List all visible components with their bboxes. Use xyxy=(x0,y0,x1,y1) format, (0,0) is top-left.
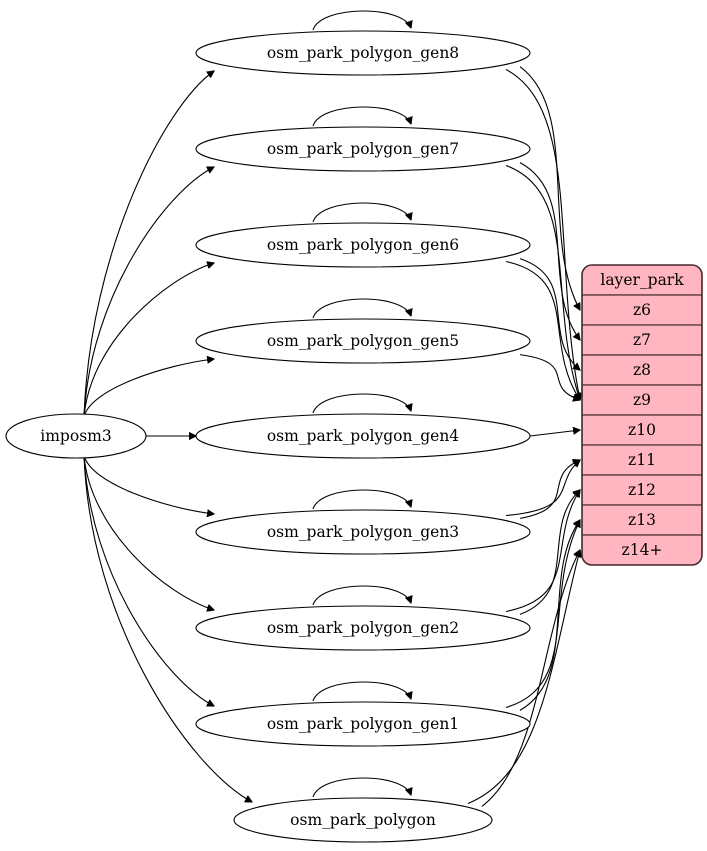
layer-park-row-label-z8: z8 xyxy=(633,361,651,379)
node-imposm3-label: imposm3 xyxy=(40,427,111,445)
node-osm_park_polygon_gen6[interactable]: osm_park_polygon_gen6 xyxy=(195,222,531,268)
node-osm_park_polygon_gen2-label: osm_park_polygon_gen2 xyxy=(267,619,459,637)
layer-park-row-z9[interactable] xyxy=(582,384,702,416)
layer-park-row-label-z12: z12 xyxy=(628,481,656,499)
edge-osm_park_polygon_gen4-to-z10 xyxy=(529,430,580,437)
edge-bundle-osm_park_polygon_gen7-to-z9 xyxy=(505,164,580,401)
edge-selfloop-osm_park_polygon_gen5 xyxy=(312,298,411,319)
edge-osm_park_polygon-to-z14+ xyxy=(481,550,580,807)
node-osm_park_polygon_gen6-label: osm_park_polygon_gen6 xyxy=(267,236,459,254)
node-osm_park_polygon-label: osm_park_polygon xyxy=(290,811,436,829)
edge-osm_park_polygon_gen3-to-z11 xyxy=(519,460,580,519)
edge-imposm3-to-osm_park_polygon_gen8 xyxy=(83,71,214,418)
node-osm_park_polygon_gen1[interactable]: osm_park_polygon_gen1 xyxy=(195,701,531,747)
layer-park-row-label-z14+: z14+ xyxy=(622,541,663,559)
layer-park-row-label-z11: z11 xyxy=(628,451,656,469)
edge-selfloop-osm_park_polygon_gen2 xyxy=(312,585,411,606)
edge-osm_park_polygon_gen5-to-z9 xyxy=(519,354,580,400)
edge-selfloop-osm_park_polygon xyxy=(312,777,411,798)
edges-process-to-layer xyxy=(467,66,580,807)
layer-park-row-z8[interactable] xyxy=(582,354,702,386)
edge-selfloop-osm_park_polygon_gen1 xyxy=(312,681,411,702)
node-osm_park_polygon_gen1-label: osm_park_polygon_gen1 xyxy=(267,715,459,733)
layer-park-row-z11[interactable] xyxy=(582,444,702,476)
node-osm_park_polygon_gen4-label: osm_park_polygon_gen4 xyxy=(267,427,459,445)
layer-park-row-z13[interactable] xyxy=(582,504,702,536)
edge-selfloop-osm_park_polygon_gen6 xyxy=(312,202,411,223)
edge-imposm3-to-osm_park_polygon_gen1 xyxy=(83,454,214,706)
layer-park-row-label-z10: z10 xyxy=(628,421,656,439)
node-osm_park_polygon_gen2-shape[interactable] xyxy=(195,605,531,651)
node-osm_park_polygon_gen8-shape[interactable] xyxy=(195,30,531,76)
layer-park-row-label-z13: z13 xyxy=(628,511,656,529)
edge-selfloop-osm_park_polygon_gen8 xyxy=(312,10,411,31)
edge-bundle-osm_park_polygon-to-z14+ xyxy=(467,550,580,805)
node-osm_park_polygon_gen2[interactable]: osm_park_polygon_gen2 xyxy=(195,605,531,651)
layer-park-header-cell xyxy=(582,265,702,296)
edges-self-loops xyxy=(312,10,411,798)
edge-osm_park_polygon_gen8-to-z6 xyxy=(519,66,580,310)
edge-imposm3-to-osm_park_polygon_gen7 xyxy=(83,167,214,418)
node-osm_park_polygon_gen5[interactable]: osm_park_polygon_gen5 xyxy=(195,318,531,364)
edge-bundle-osm_park_polygon_gen2-to-z12 xyxy=(505,490,580,613)
edge-imposm3-to-osm_park_polygon_gen5 xyxy=(83,359,214,418)
layer-park-table: layer_park z6 z7 z8 z9 z10 z11 z12 z13 z14+ xyxy=(581,264,703,566)
edge-bundle-osm_park_polygon_gen1-to-z13 xyxy=(505,520,580,709)
layer-park-row-label-z9: z9 xyxy=(633,391,651,409)
node-osm_park_polygon_gen1-shape[interactable] xyxy=(195,701,531,747)
edge-osm_park_polygon_gen1-to-z13 xyxy=(519,520,580,711)
layer-park-outline xyxy=(581,264,703,566)
edge-selfloop-osm_park_polygon_gen3 xyxy=(312,489,411,510)
edge-bundle-osm_park_polygon_gen3-to-z11 xyxy=(505,460,580,517)
layer-park-header-label: layer_park xyxy=(600,271,684,289)
node-osm_park_polygon_gen3-label: osm_park_polygon_gen3 xyxy=(267,523,459,541)
layer-park-row-label-z7: z7 xyxy=(633,331,651,349)
node-osm_park_polygon_gen7-shape[interactable] xyxy=(195,126,531,172)
node-osm_park_polygon_gen3[interactable]: osm_park_polygon_gen3 xyxy=(195,509,531,555)
edge-osm_park_polygon_gen2-to-z12 xyxy=(519,490,580,615)
layer-park-row-z14+[interactable] xyxy=(582,534,702,565)
node-osm_park_polygon_gen3-shape[interactable] xyxy=(195,509,531,555)
node-osm_park_polygon_gen5-shape[interactable] xyxy=(195,318,531,364)
edge-selfloop-osm_park_polygon_gen7 xyxy=(312,106,411,127)
node-osm_park_polygon_gen8-label: osm_park_polygon_gen8 xyxy=(267,44,459,62)
node-osm_park_polygon_gen7[interactable]: osm_park_polygon_gen7 xyxy=(195,126,531,172)
edge-osm_park_polygon_gen6-to-z8 xyxy=(519,258,580,370)
edge-imposm3-to-osm_park_polygon xyxy=(83,454,252,802)
layer-park-row-label-z6: z6 xyxy=(633,301,651,319)
node-osm_park_polygon_gen4[interactable]: osm_park_polygon_gen4 xyxy=(195,413,531,459)
node-osm_park_polygon_gen8[interactable]: osm_park_polygon_gen8 xyxy=(195,30,531,76)
edge-bundle-osm_park_polygon_gen8-to-z9 xyxy=(505,69,580,401)
layer-park-body: layer_park z6 z7 z8 z9 z10 z11 z12 z13 z14+ xyxy=(582,265,702,565)
node-osm_park_polygon_gen6-shape[interactable] xyxy=(195,222,531,268)
node-osm_park_polygon-shape[interactable] xyxy=(233,797,493,843)
node-osm_park_polygon_gen7-label: osm_park_polygon_gen7 xyxy=(267,140,459,158)
edges-source-to-process xyxy=(83,71,252,802)
node-imposm3-shape[interactable] xyxy=(5,413,147,459)
node-osm_park_polygon_gen5-label: osm_park_polygon_gen5 xyxy=(267,332,459,350)
node-imposm3[interactable]: imposm3 xyxy=(5,413,147,459)
graph-nodes: imposm3 osm_park_polygon_gen8 osm_park_pol… xyxy=(5,30,531,843)
edge-osm_park_polygon_gen7-to-z7 xyxy=(519,162,580,340)
node-osm_park_polygon_gen4-shape[interactable] xyxy=(195,413,531,459)
edge-selfloop-osm_park_polygon_gen4 xyxy=(312,393,411,414)
edge-imposm3-to-osm_park_polygon_gen3 xyxy=(83,454,214,514)
edge-bundle-osm_park_polygon_gen6-to-z9 xyxy=(505,260,580,401)
edge-imposm3-to-osm_park_polygon_gen2 xyxy=(83,454,214,610)
node-osm_park_polygon[interactable]: osm_park_polygon xyxy=(233,797,493,843)
edge-imposm3-to-osm_park_polygon_gen6 xyxy=(83,263,214,418)
layer-park-row-z10[interactable] xyxy=(582,414,702,446)
